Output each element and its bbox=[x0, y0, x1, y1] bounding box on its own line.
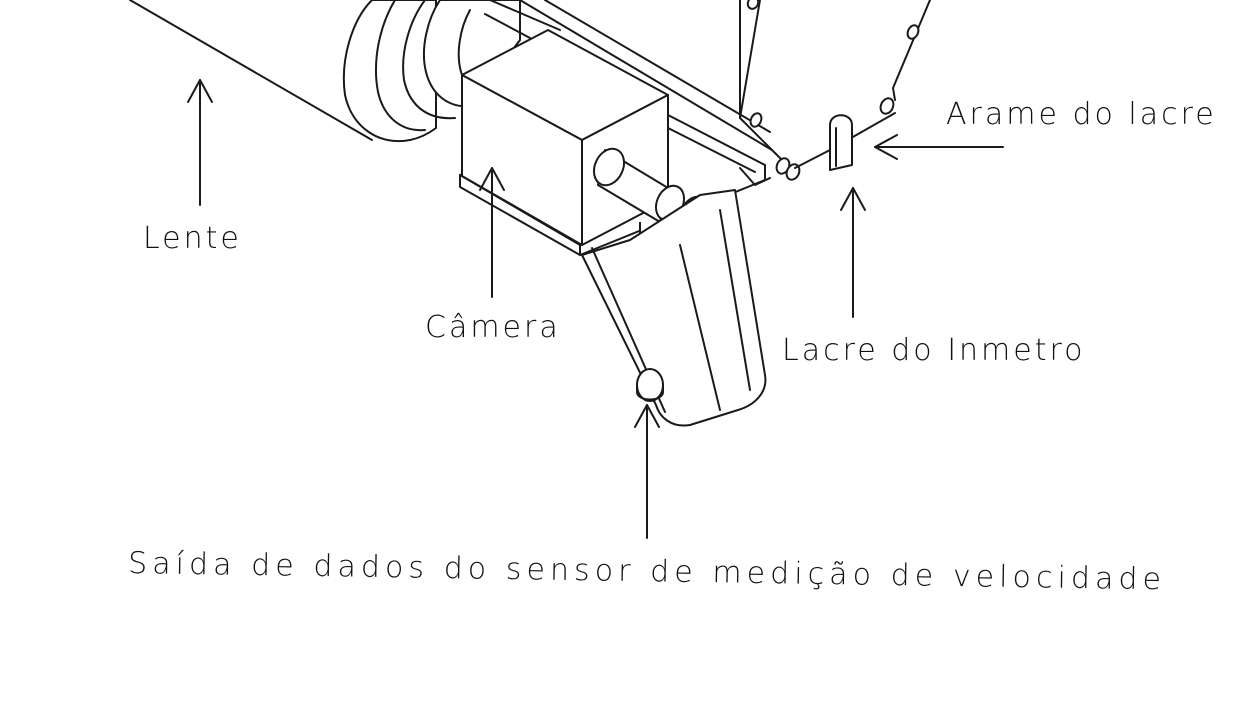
label-camera: Câmera bbox=[425, 310, 561, 345]
arrow-lens bbox=[187, 79, 213, 206]
pistol-grip bbox=[581, 189, 767, 427]
housing bbox=[519, 0, 931, 181]
label-seal-wire: Arame do lacre bbox=[946, 97, 1217, 132]
arrow-sensor-output bbox=[634, 404, 660, 539]
label-sensor-output: Saída de dados do sensor de medição de v… bbox=[128, 546, 1164, 597]
arrow-camera bbox=[479, 167, 505, 298]
label-lens: Lente bbox=[143, 221, 242, 256]
inmetro-seal bbox=[794, 112, 896, 171]
lens-barrel bbox=[129, 0, 561, 143]
label-inmetro-seal: Lacre do Inmetro bbox=[782, 333, 1086, 368]
arrow-inmetro-seal bbox=[840, 187, 866, 318]
arrow-seal-wire bbox=[874, 134, 1004, 160]
